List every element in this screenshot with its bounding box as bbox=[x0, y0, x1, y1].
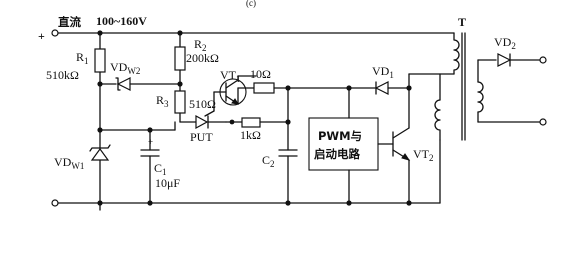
junction-dot bbox=[285, 119, 291, 125]
pwm-block-line1: PWM与 bbox=[318, 129, 362, 143]
c1-polarity: + bbox=[148, 137, 153, 147]
transformer-aux-winding bbox=[434, 99, 441, 141]
r3-label: R3 bbox=[156, 93, 169, 109]
caption: (c) bbox=[246, 0, 256, 8]
junction-dot bbox=[147, 200, 153, 206]
r1-value: 510kΩ bbox=[46, 68, 79, 82]
output-plus-terminal bbox=[539, 56, 547, 64]
junction-dot bbox=[97, 200, 103, 206]
vdw2-label: VDW2 bbox=[110, 60, 140, 76]
pwm-startup-block bbox=[308, 117, 379, 171]
r3-value: 510Ω bbox=[189, 97, 216, 111]
input-plus-terminal bbox=[51, 29, 59, 37]
input-minus-terminal bbox=[51, 199, 59, 207]
c1-label: C1 bbox=[154, 161, 167, 177]
put-device bbox=[195, 114, 209, 130]
input-voltage-label: 100~160V bbox=[96, 14, 147, 28]
r10-value: 10Ω bbox=[250, 67, 271, 81]
c2-label: C2 bbox=[262, 153, 275, 169]
input-kind-label: 直流 bbox=[58, 15, 81, 29]
c1-value: 10μF bbox=[155, 176, 180, 190]
r2-label: R2 bbox=[194, 37, 207, 53]
resistor-r2 bbox=[174, 46, 186, 71]
diode-vd1 bbox=[374, 81, 389, 95]
vd2-label: VD2 bbox=[494, 35, 516, 51]
junction-dot bbox=[406, 200, 412, 206]
junction-dot bbox=[346, 200, 352, 206]
vt1-label: VT1 bbox=[220, 68, 241, 84]
resistor-10ohm bbox=[253, 82, 275, 94]
junction-dot bbox=[229, 119, 235, 125]
zener-vdw2 bbox=[116, 77, 131, 91]
resistor-1k bbox=[241, 117, 261, 128]
plus-sign: + bbox=[38, 29, 45, 43]
vt2-label: VT2 bbox=[413, 147, 434, 163]
zener-vdw1 bbox=[90, 147, 110, 161]
put-label: PUT bbox=[190, 130, 213, 144]
resistor-r3 bbox=[174, 90, 186, 114]
vdw1-label: VDW1 bbox=[54, 155, 84, 171]
r1k-value: 1kΩ bbox=[240, 128, 261, 142]
transformer-secondary bbox=[477, 81, 484, 113]
r2-value: 200kΩ bbox=[186, 51, 219, 65]
transformer-primary bbox=[453, 32, 460, 75]
output-minus-terminal bbox=[539, 118, 547, 126]
vd1-label: VD1 bbox=[372, 64, 394, 80]
pwm-block-line2: 启动电路 bbox=[314, 147, 360, 161]
r1-label: R1 bbox=[76, 50, 89, 66]
diode-vd2 bbox=[497, 53, 512, 67]
transformer-label: T bbox=[458, 15, 466, 29]
junction-dot bbox=[285, 200, 291, 206]
resistor-r1 bbox=[94, 48, 106, 73]
